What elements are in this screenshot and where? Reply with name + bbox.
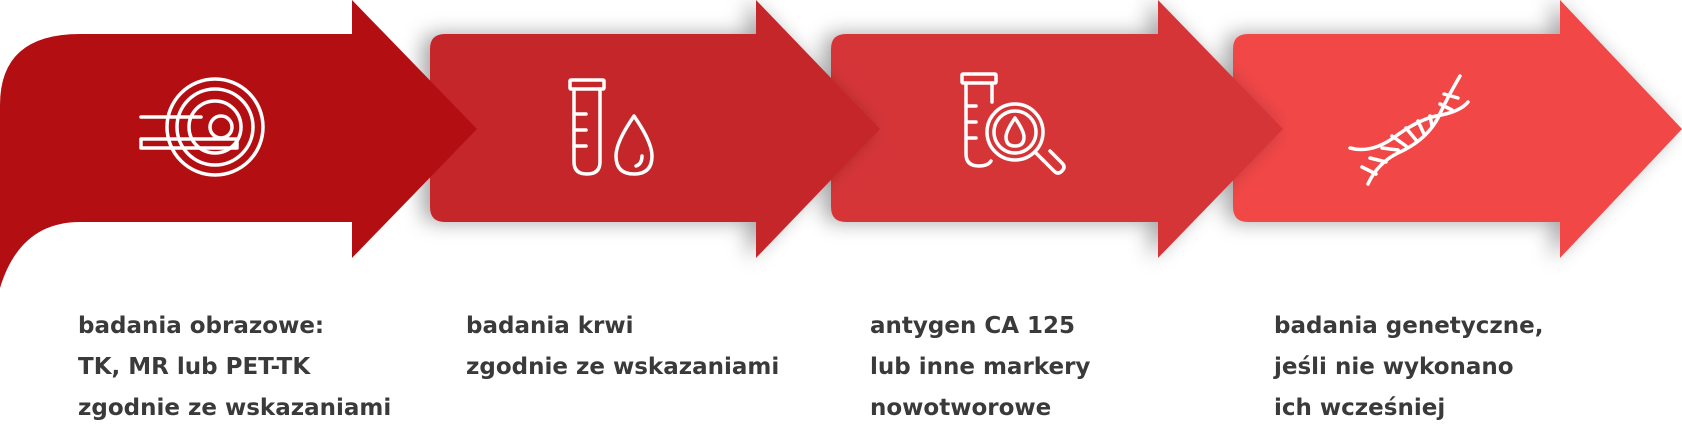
arrow-step-3 bbox=[831, 0, 1283, 258]
step-1-line-2: TK, MR lub PET-TK bbox=[78, 354, 311, 380]
step-4-line-3: ich wcześniej bbox=[1274, 395, 1446, 421]
step-2-line-2: zgodnie ze wskazaniami bbox=[466, 354, 780, 380]
step-2-text: badania krwi zgodnie ze wskazaniami bbox=[466, 306, 796, 388]
step-1-text: badania obrazowe: TK, MR lub PET-TK zgod… bbox=[78, 306, 408, 429]
mri-scanner-icon bbox=[135, 66, 275, 196]
step-3-line-1: antygen CA 125 bbox=[870, 313, 1076, 339]
step-4-line-1: badania genetyczne, bbox=[1274, 313, 1544, 339]
step-1-line-1: badania obrazowe: bbox=[78, 313, 325, 339]
arrow-step-4 bbox=[1233, 0, 1682, 258]
step-1-line-3: zgodnie ze wskazaniami bbox=[78, 395, 392, 421]
arrow-step-2 bbox=[430, 0, 880, 258]
step-2-line-1: badania krwi bbox=[466, 313, 634, 339]
test-tube-magnifier-icon bbox=[958, 70, 1098, 200]
step-3-line-3: nowotworowe bbox=[870, 395, 1052, 421]
test-tube-blood-drop-icon bbox=[558, 74, 698, 204]
step-3-text: antygen CA 125 lub inne markery nowotwor… bbox=[870, 306, 1200, 429]
step-4-line-2: jeśli nie wykonano bbox=[1274, 354, 1514, 380]
dna-icon bbox=[1348, 66, 1488, 196]
step-3-line-2: lub inne markery bbox=[870, 354, 1091, 380]
step-4-text: badania genetyczne, jeśli nie wykonano i… bbox=[1274, 306, 1604, 429]
